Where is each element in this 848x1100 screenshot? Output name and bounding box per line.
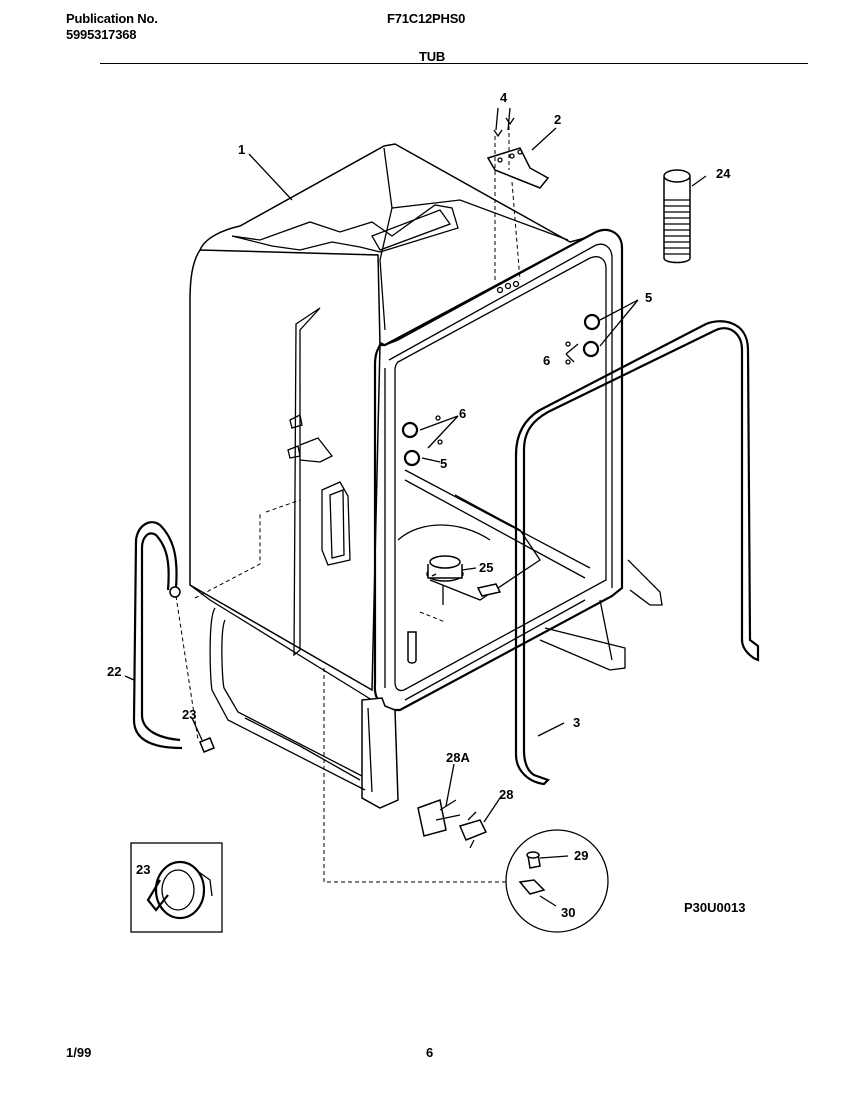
callout-22: 22 — [107, 664, 121, 679]
callout-3: 3 — [573, 715, 580, 730]
callout-2: 2 — [554, 112, 561, 127]
callout-24: 24 — [716, 166, 731, 181]
callout-28a: 28A — [446, 750, 470, 765]
detail-circle — [323, 668, 609, 933]
tub-body — [189, 143, 663, 809]
model-number: F71C12PHS0 — [387, 11, 466, 26]
top-bracket — [486, 107, 550, 281]
callout-4: 4 — [500, 90, 508, 105]
figure-id: P30U0013 — [684, 900, 745, 915]
callout-1: 1 — [238, 142, 245, 157]
callout-labels: 1 2 3 4 5 5 6 6 22 23 23 24 25 28 28A 29… — [107, 90, 745, 920]
callout-28: 28 — [499, 787, 513, 802]
footer-date: 1/99 — [66, 1045, 92, 1060]
drain-hose — [132, 499, 301, 753]
callout-30: 30 — [561, 905, 575, 920]
hinge-hardware — [401, 280, 601, 467]
float-assembly — [407, 555, 502, 664]
door-gasket — [514, 320, 760, 786]
callout-6-upper: 6 — [543, 353, 550, 368]
spacer-part — [663, 169, 691, 264]
header-rule — [100, 63, 808, 64]
callout-23-inset: 23 — [136, 862, 150, 877]
clamp-inset — [130, 842, 223, 933]
footer-page-number: 6 — [426, 1045, 434, 1060]
callout-29: 29 — [574, 848, 588, 863]
switch-parts — [417, 798, 488, 849]
leader-lines — [124, 127, 707, 907]
section-title: TUB — [419, 49, 446, 64]
callout-23: 23 — [182, 707, 196, 722]
callout-5-lower: 5 — [440, 456, 447, 471]
callout-5-upper: 5 — [645, 290, 652, 305]
callout-25: 25 — [479, 560, 493, 575]
callout-6-lower: 6 — [459, 406, 466, 421]
publication-label: Publication No. — [66, 11, 158, 26]
publication-number: 5995317368 — [66, 27, 137, 42]
